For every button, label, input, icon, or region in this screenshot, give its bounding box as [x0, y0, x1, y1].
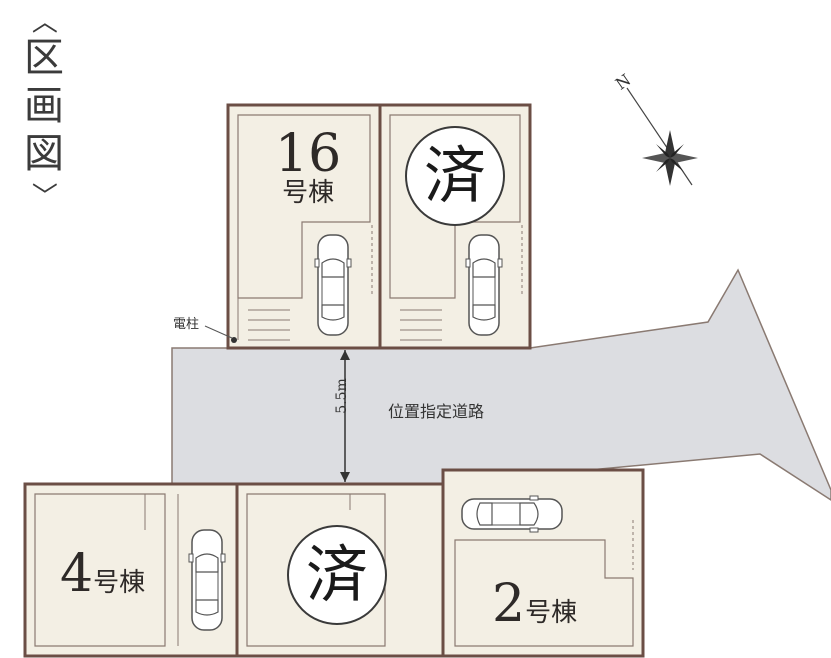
- sold-mark: 済: [305, 538, 368, 611]
- sold-badge-top: 済: [405, 126, 505, 226]
- lot-16-suffix: 号棟: [282, 178, 335, 208]
- sold-mark: 済: [423, 139, 486, 212]
- title-char-1: 区: [24, 35, 64, 81]
- utility-pole-label: 電柱: [173, 317, 200, 332]
- lot-4-suffix: 号棟: [93, 568, 146, 598]
- lot-2-label: 2号棟: [492, 578, 577, 630]
- sold-badge-bottom: 済: [287, 525, 387, 625]
- road-label: 位置指定道路: [388, 402, 485, 421]
- lot-4-number: 4: [60, 544, 94, 604]
- title-char-2: 画: [24, 83, 64, 129]
- lot-2-suffix: 号棟: [525, 598, 578, 628]
- lot-16-number: 16: [275, 124, 342, 184]
- lot-4-label: 4号棟: [60, 548, 145, 600]
- compass-icon: N: [612, 70, 702, 195]
- title-open-bracket: 〈: [28, 7, 59, 35]
- page-title: 〈 区 画 図 〉: [14, 8, 74, 213]
- compass-north-label: N: [612, 70, 634, 94]
- road-width-label: 5.5m: [333, 378, 350, 414]
- title-char-3: 図: [24, 131, 64, 177]
- title-close-bracket: 〉: [28, 181, 59, 209]
- utility-pole-dot: [231, 337, 237, 343]
- lot-16-label: 16 号棟: [275, 128, 341, 206]
- lot-2-number: 2: [492, 574, 526, 634]
